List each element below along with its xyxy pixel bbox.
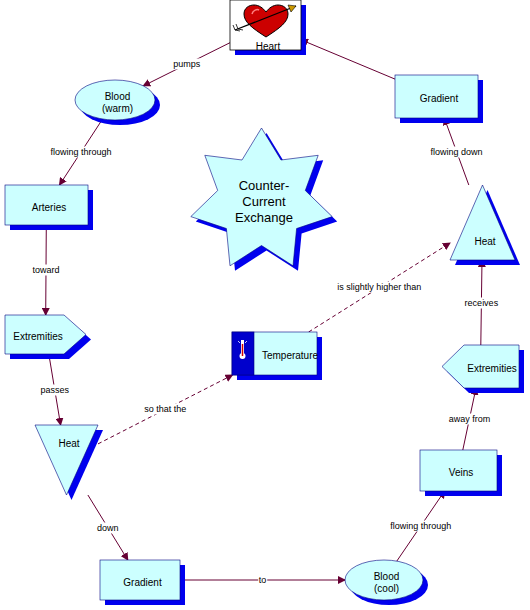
connector-arrow (60, 119, 103, 185)
node-label: Gradient (123, 577, 161, 589)
node-text-area: Blood (cool) (353, 564, 420, 601)
connector-arrow (309, 243, 450, 332)
connector-arrow (49, 354, 61, 425)
edge-label: pumps (172, 59, 201, 70)
node-label: Gradient (420, 93, 458, 105)
connector-arrow (481, 260, 482, 345)
concept-box: Extremities (5, 315, 91, 359)
edge-label: flowing through (50, 147, 113, 158)
concept-box: Heat (35, 425, 103, 500)
connector-arrow (180, 580, 345, 581)
node-label: Extremities (467, 363, 516, 375)
concept-box: Veins (420, 450, 502, 496)
node-text-area: Heat (43, 429, 95, 459)
node-text-area: Gradient (395, 75, 483, 123)
node-text-area: Gradient (100, 560, 185, 605)
ellipse-node: Blood (cool) (345, 560, 428, 605)
node-label: Counter-Current Exchange (224, 178, 304, 226)
concept-box: Temperature (232, 332, 322, 380)
connector-arrow (463, 388, 476, 450)
connector-arrow (397, 491, 445, 561)
concept-box: Heart (230, 0, 306, 55)
node-text-area: Blood (warm) (83, 84, 152, 121)
node-text-area: Counter-Current Exchange (224, 180, 304, 224)
edge-label: receives (464, 297, 500, 308)
concept-box: Heat (450, 185, 520, 265)
node-label: Veins (449, 467, 473, 479)
node-label: Extremities (13, 331, 62, 343)
connector-arrow (301, 40, 395, 79)
node-text-area: Extremities (460, 345, 524, 393)
node-text-area: Arteries (5, 185, 93, 230)
edge-label: flowing down (430, 146, 484, 157)
edge-label: passes (39, 384, 70, 395)
connector-arrow (98, 375, 233, 444)
heart-illustration (233, 5, 296, 37)
ellipse-node: Blood (warm) (75, 80, 160, 125)
edge-label: away from (448, 414, 492, 425)
node-label: Blood (warm) (98, 91, 138, 115)
node-text-area: Extremities (5, 315, 71, 359)
node-text-area: Veins (420, 450, 502, 496)
node-label: Temperature (262, 350, 318, 362)
node-label: Blood (cool) (367, 571, 407, 595)
center-star: Counter-Current Exchange (188, 128, 340, 278)
edge-label: flowing through (389, 521, 452, 532)
connector-arrow (88, 495, 128, 560)
edge-label: is slightly higher than (336, 282, 422, 293)
concept-box: Gradient (395, 75, 483, 123)
node-text-area: Heart (230, 40, 306, 54)
edge-label: down (96, 522, 120, 533)
connector-arrow (143, 43, 230, 86)
node-text-area: Heat (458, 225, 512, 259)
edge-label: so that the (143, 404, 187, 415)
concept-box: Gradient (100, 560, 185, 605)
node-label: Heat (474, 236, 495, 248)
node-outline (450, 185, 520, 265)
concept-box: Arteries (5, 185, 93, 230)
connector-arrow (444, 118, 469, 185)
node-outline (35, 425, 103, 500)
node-label: Arteries (32, 202, 66, 214)
edge-label: to (258, 575, 268, 586)
connector-arrow (45, 225, 47, 315)
edge-label: toward (31, 265, 60, 276)
node-label: Heat (58, 438, 79, 450)
node-text-area: Temperature (258, 332, 322, 380)
node-label: Heart (256, 41, 280, 53)
concept-box: Extremities (442, 345, 524, 393)
